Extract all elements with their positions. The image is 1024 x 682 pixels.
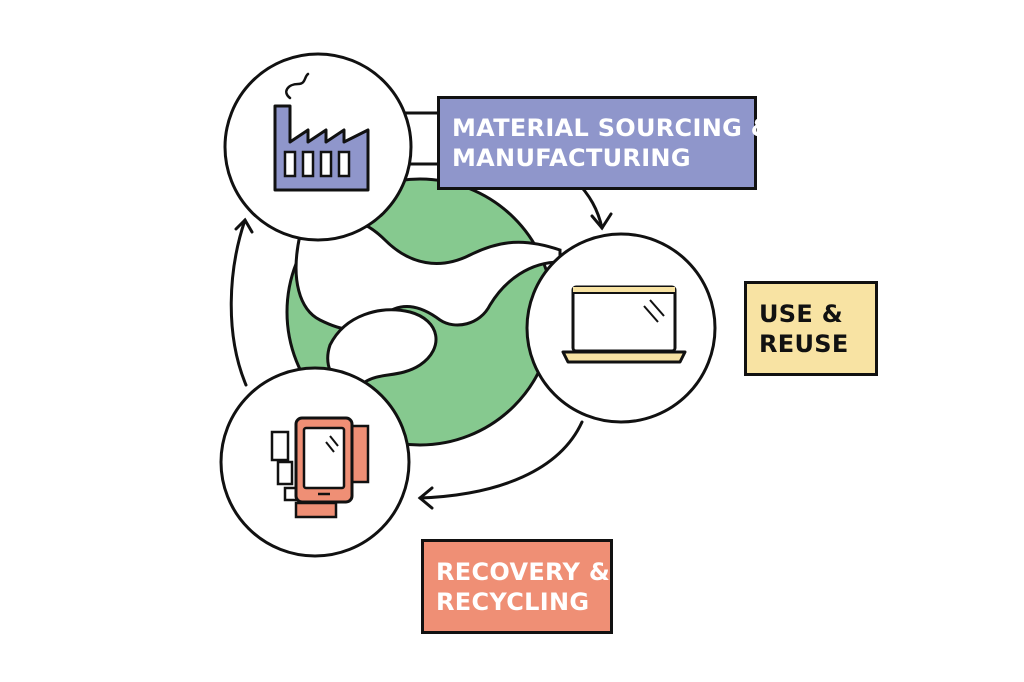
arrow-head-2 <box>417 486 434 510</box>
label-line: MANUFACTURING <box>452 144 691 172</box>
label-line: RECYCLING <box>436 587 590 616</box>
label-line: USE & <box>759 299 843 328</box>
laptop-node <box>525 232 717 424</box>
arrow-head-1 <box>590 212 613 231</box>
label-use-reuse: USE & REUSE <box>744 281 878 376</box>
factory-icon <box>273 72 370 192</box>
cycle-arrows <box>229 178 613 510</box>
label-line: MATERIAL SOURCING & <box>452 114 772 142</box>
laptop-icon <box>561 285 687 364</box>
label-material-sourcing-manufacturing: MATERIAL SOURCING & MANUFACTURING <box>437 96 772 190</box>
label-recovery-recycling: RECOVERY & RECYCLING <box>421 539 613 634</box>
recycling-node <box>219 366 411 558</box>
phones-icon <box>270 416 370 519</box>
label-line: REUSE <box>759 329 849 358</box>
arrow-head-3 <box>234 217 254 234</box>
arrow-recovery-to-manufacturing <box>229 218 248 387</box>
arrow-use-to-recovery <box>418 420 584 500</box>
globe-land-gap <box>294 217 562 332</box>
label-line: RECOVERY & <box>436 557 611 586</box>
factory-node <box>223 52 413 242</box>
